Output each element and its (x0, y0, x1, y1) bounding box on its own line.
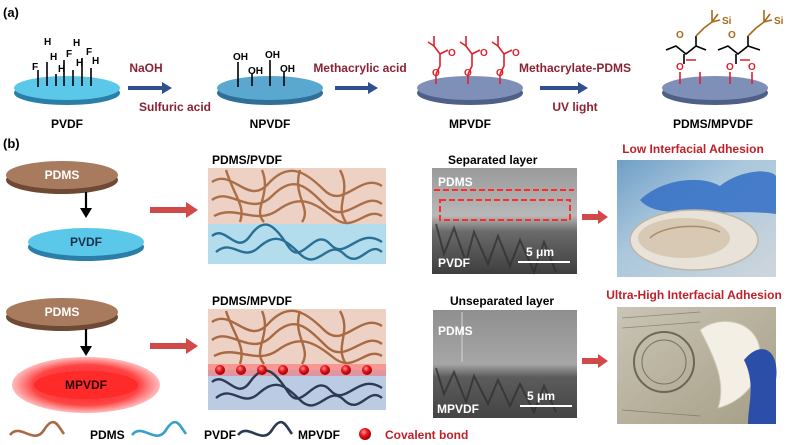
hydroxyl-group: OH (280, 64, 295, 75)
stage-label-mpvdf: MPVDF (449, 117, 491, 131)
reagent-methacrylate-pdms: Methacrylate-PDMS (519, 61, 631, 75)
legend-label-covalent-bond: Covalent bond (385, 428, 468, 442)
process-arrow (582, 210, 608, 224)
row2-sem-label-mpvdf: MPVDF (437, 402, 479, 416)
covalent-bond-markers (215, 365, 372, 375)
hydroxyl-group: OH (233, 52, 248, 63)
reaction-arrow (128, 82, 172, 94)
atom-f: F (86, 47, 92, 58)
silicon-atom: Si (722, 16, 732, 27)
reaction-arrow (335, 82, 378, 94)
oxygen-atom: O (676, 62, 684, 73)
reagent-sulfuric-acid: Sulfuric acid (139, 100, 211, 114)
atom-h: H (50, 52, 57, 63)
reagent-uv-light: UV light (552, 100, 597, 114)
row2-cross-section (208, 309, 386, 410)
oxygen-atom: O (676, 30, 684, 41)
mpvdf-disc: O O O O O O (417, 36, 523, 105)
legend-swatch-pvdf (130, 420, 188, 437)
legend-swatch-mpvdf (236, 420, 294, 437)
legend-label-pdms: PDMS (90, 428, 125, 442)
legend-label-mpvdf: MPVDF (298, 428, 340, 442)
atom-f: F (66, 49, 72, 60)
row1-sem-label-pdms: PDMS (438, 175, 473, 189)
row2-photo (617, 307, 777, 424)
atom-h: H (76, 58, 83, 69)
atom-f: F (32, 62, 38, 73)
row2-disc-pdms: PDMS (45, 305, 80, 319)
row1-photo-title: Low Interfacial Adhesion (622, 142, 764, 156)
oxygen-atom: O (480, 48, 488, 59)
pdms-chains (695, 10, 773, 37)
row1-photo (617, 160, 776, 277)
stage-label-pdms-mpvdf: PDMS/MPVDF (673, 117, 753, 131)
row1-scale-bar-label: 5 μm (526, 245, 554, 259)
fh-groups (37, 58, 92, 87)
row1-cross-section (208, 168, 386, 264)
process-arrow (150, 338, 198, 354)
row1-disc-pvdf: PVDF (70, 235, 102, 249)
atom-h: H (92, 56, 99, 67)
methacrylate-groups (427, 36, 513, 84)
down-arrow (80, 346, 92, 356)
atom-h: H (44, 37, 51, 48)
reaction-arrow (540, 82, 588, 94)
atom-h: H (73, 38, 80, 49)
oxygen-atom: O (448, 48, 456, 59)
row2-cross-section-title: PDMS/MPVDF (212, 294, 292, 308)
process-arrow (582, 354, 608, 368)
legend-swatch-pdms (8, 420, 66, 437)
silicon-atom: Si (774, 16, 784, 27)
panel-a-label: (a) (3, 5, 19, 20)
oxygen-atom: O (748, 62, 756, 73)
row1-sem-label-pvdf: PVDF (438, 256, 470, 270)
oxygen-atom: O (726, 62, 734, 73)
row2-disc-mpvdf: MPVDF (65, 378, 107, 392)
row2-scale-bar-label: 5 μm (527, 389, 555, 403)
oxygen-atom: O (432, 68, 440, 79)
stage-label-pvdf: PVDF (51, 117, 83, 131)
row2-sem-title: Unseparated layer (450, 294, 554, 308)
row2-sem-label-pdms: PDMS (438, 324, 473, 338)
stage-label-npvdf: NPVDF (250, 117, 291, 131)
row1-disc-pdms: PDMS (45, 168, 80, 182)
hydroxyl-group: OH (265, 50, 280, 61)
legend-swatch-covalent-bond (359, 428, 371, 440)
row2-photo-title: Ultra-High Interfacial Adhesion (606, 288, 782, 302)
oxygen-atom: O (512, 48, 520, 59)
panel-b-label: (b) (3, 136, 20, 151)
npvdf-disc: OH OH OH OH (217, 50, 323, 105)
process-arrow (150, 202, 198, 218)
row1-sem-image: PDMS PVDF 5 μm (432, 168, 577, 275)
reagent-naoh: NaOH (129, 61, 162, 75)
down-arrow (80, 208, 92, 218)
oxygen-atom: O (728, 30, 736, 41)
reagent-methacrylic-acid: Methacrylic acid (313, 61, 406, 75)
legend-label-pvdf: PVDF (204, 428, 236, 442)
row1-sem-title: Separated layer (448, 153, 538, 167)
pvdf-disc: F H H H F H H F H (14, 37, 120, 105)
row2-discs: PDMS MPVDF (6, 298, 160, 413)
legend: PDMS PVDF MPVDF Covalent bond (8, 420, 468, 442)
oxygen-atom: O (496, 68, 504, 79)
atom-h: H (58, 64, 65, 75)
row2-sem-image: PDMS MPVDF 5 μm (433, 310, 577, 418)
pdms-mpvdf-disc: O O O O O Si Si (662, 10, 784, 105)
hydroxyl-group: OH (248, 66, 263, 77)
row1-discs: PDMS PVDF (6, 161, 144, 261)
row1-cross-section-title: PDMS/PVDF (212, 153, 282, 167)
oxygen-atom: O (464, 68, 472, 79)
